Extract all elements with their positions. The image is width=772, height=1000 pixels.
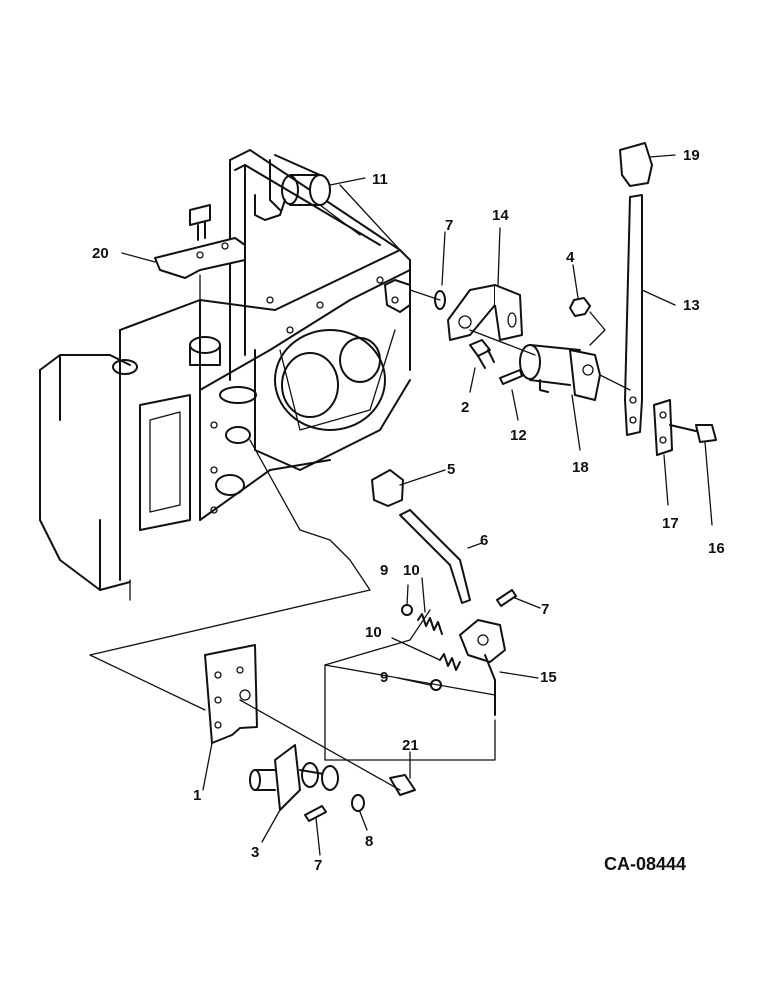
part-17-plate	[653, 399, 673, 456]
callout-7-lower: 7	[314, 857, 322, 874]
callout-20: 20	[92, 245, 109, 262]
callout-13: 13	[683, 297, 700, 314]
part-12-pin	[499, 369, 523, 385]
callout-8-upper: 7	[445, 217, 453, 234]
callout-21: 21	[402, 737, 419, 754]
callout-14: 14	[492, 207, 509, 224]
part-6-rod	[399, 509, 471, 604]
callout-4: 4	[566, 249, 575, 266]
callout-6: 6	[480, 532, 488, 549]
callout-3: 3	[251, 844, 259, 861]
part-4-nut	[569, 297, 591, 317]
part-10-spring-upper	[417, 613, 443, 635]
part-8-o-ring-upper	[434, 290, 446, 310]
part-10-spring-lower	[439, 653, 461, 671]
part-5-bushing	[371, 469, 404, 507]
part-11-shift-rod	[254, 154, 331, 221]
part-7-pin-upper	[496, 589, 517, 607]
callout-8-lower: 8	[365, 833, 373, 850]
callout-labels: 11 20 7 14 4 19 13 2 12 18 17 16 5 6 7 9…	[92, 147, 725, 874]
callout-11: 11	[372, 171, 388, 188]
part-16-bolt	[669, 424, 717, 443]
callout-10-upper: 10	[403, 562, 420, 579]
callout-9-upper: 9	[380, 562, 388, 579]
callout-16: 16	[708, 540, 725, 557]
part-7-pin-lower	[304, 805, 327, 822]
callout-15: 15	[540, 669, 557, 686]
part-3-shift-arm	[249, 744, 339, 811]
callout-12: 12	[510, 427, 527, 444]
callout-9-lower: 9	[380, 669, 388, 686]
part-19-knob	[619, 142, 653, 187]
part-1-plate	[204, 644, 258, 744]
part-2-bolt	[469, 339, 495, 369]
callout-1: 1	[193, 787, 201, 804]
part-18-shaft	[519, 344, 601, 401]
part-14-bracket	[447, 284, 523, 341]
part-15-detent-plate	[459, 619, 506, 716]
callout-10-lower: 10	[365, 624, 382, 641]
callout-7-upper: 7	[541, 601, 549, 618]
callout-5: 5	[447, 461, 455, 478]
callout-leaders	[121, 154, 713, 856]
transmission-housing	[39, 149, 411, 591]
callout-2: 2	[461, 399, 469, 416]
part-13-lever	[624, 194, 643, 436]
callout-17: 17	[662, 515, 679, 532]
part-21-bolt	[389, 774, 416, 796]
part-9-ball-upper	[401, 604, 413, 616]
callout-18: 18	[572, 459, 589, 476]
assembly-guide-lines	[89, 184, 631, 791]
callout-19: 19	[683, 147, 700, 164]
part-20-cover-plate	[154, 204, 246, 341]
part-8-o-ring-lower	[351, 794, 365, 812]
drawing-code: CA-08444	[604, 854, 686, 874]
